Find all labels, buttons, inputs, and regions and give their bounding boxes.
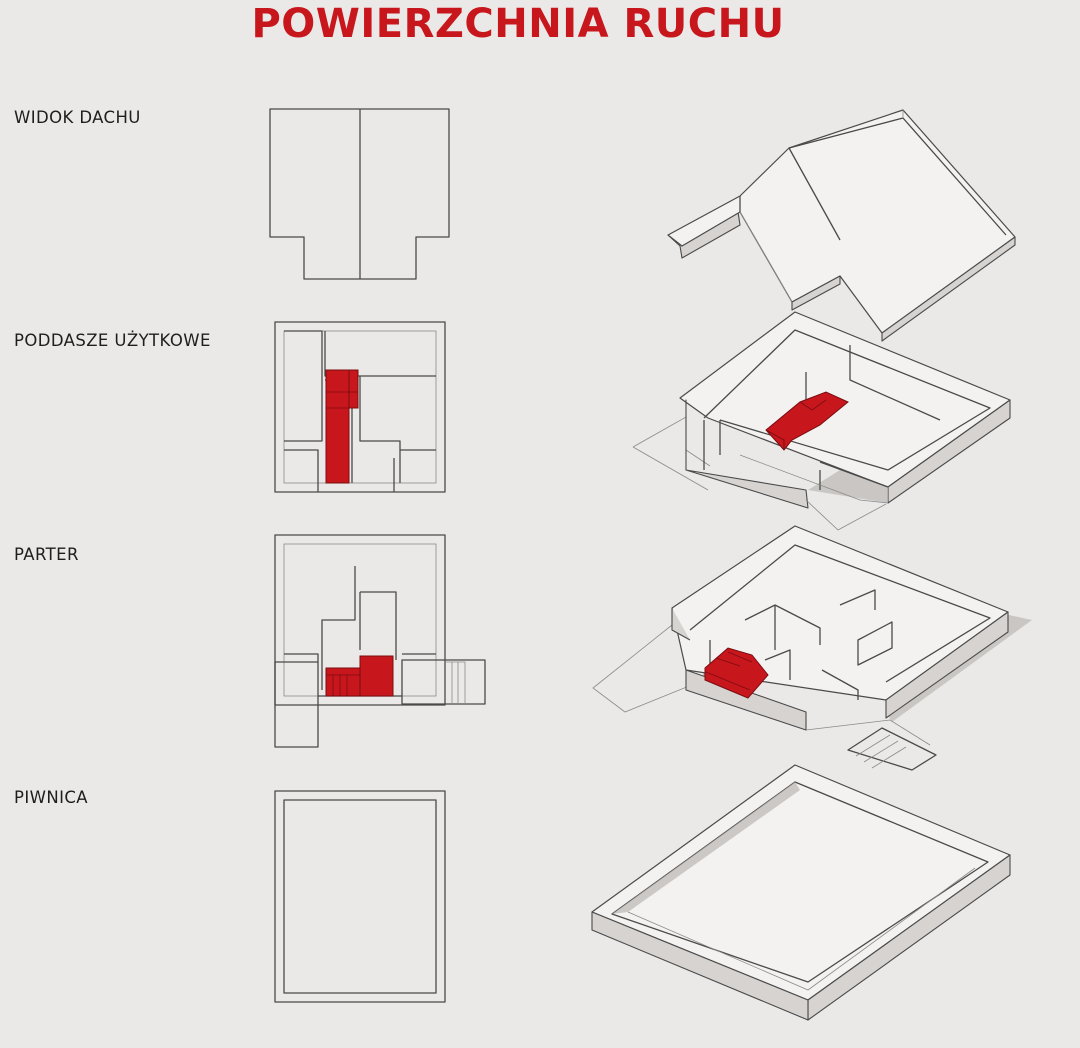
iso-attic-stair <box>765 391 849 451</box>
plan-roof <box>269 108 450 280</box>
iso-basement <box>591 764 1011 1021</box>
page-title: POWIERZCHNIA RUCHU <box>251 1 785 47</box>
iso-ground <box>592 525 1032 771</box>
iso-roof <box>667 109 1016 342</box>
plan-ground <box>274 534 486 748</box>
floor-label-attic: PODDASZE UŻYTKOWE <box>14 331 211 350</box>
ground-stair-area <box>359 655 394 697</box>
iso-attic <box>632 311 1011 531</box>
floor-label-roof: WIDOK DACHU <box>14 108 141 127</box>
floor-label-ground: PARTER <box>14 545 79 564</box>
plan-attic <box>274 321 446 493</box>
attic-stair-area <box>325 369 350 484</box>
floor-label-basement: PIWNICA <box>14 788 88 807</box>
iso-ground-stair <box>704 647 769 699</box>
plan-basement <box>274 790 446 1003</box>
